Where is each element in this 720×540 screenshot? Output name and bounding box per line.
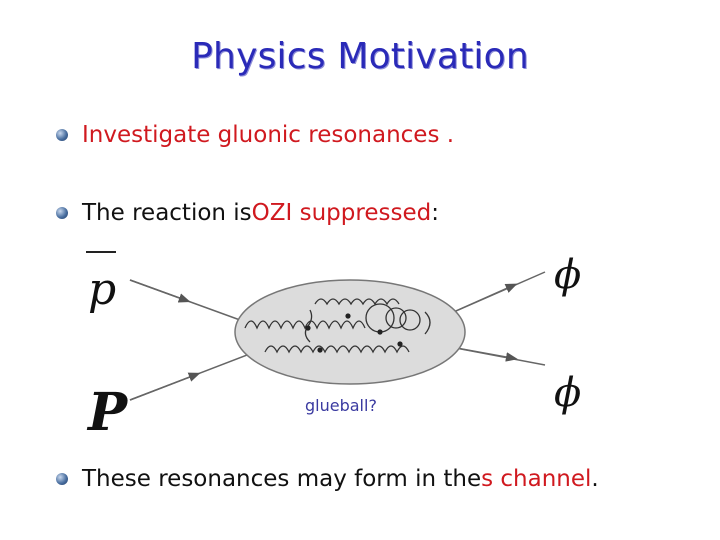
bullet-2-highlight: OZI suppressed	[251, 200, 432, 226]
bullet-2: The reaction is OZI suppressed :	[56, 200, 439, 226]
bullet-3-highlight: s channel	[481, 466, 592, 492]
bullet-icon	[56, 207, 68, 219]
glueball-label: glueball?	[305, 396, 377, 415]
bullet-2-pre: The reaction is	[82, 200, 252, 226]
incoming-arrow-bottom	[129, 372, 201, 401]
phi-symbol-top: ϕ	[554, 252, 582, 298]
incoming-arrow-top	[129, 279, 191, 303]
slide-title: Physics Motivation	[191, 36, 529, 77]
gluon-lines	[244, 298, 431, 354]
antiproton-symbol: p	[88, 264, 117, 315]
bullet-icon	[56, 473, 68, 485]
proton-symbol: P	[88, 382, 128, 443]
bullet-2-post: :	[431, 200, 439, 226]
bullet-icon	[56, 129, 68, 141]
bullet-3-post: .	[591, 466, 599, 492]
bullet-1-text: Investigate gluonic resonances .	[82, 122, 455, 148]
bullet-3-pre: These resonances may form in the	[82, 466, 482, 492]
bullet-3: These resonances may form in the s chann…	[56, 466, 599, 492]
antiproton-bar	[86, 251, 116, 253]
vertex-dots	[305, 313, 403, 353]
interaction-blob	[234, 279, 466, 385]
feynman-diagram	[129, 271, 546, 401]
phi-symbol-bottom: ϕ	[554, 370, 582, 416]
bullet-1: Investigate gluonic resonances .	[56, 122, 454, 148]
